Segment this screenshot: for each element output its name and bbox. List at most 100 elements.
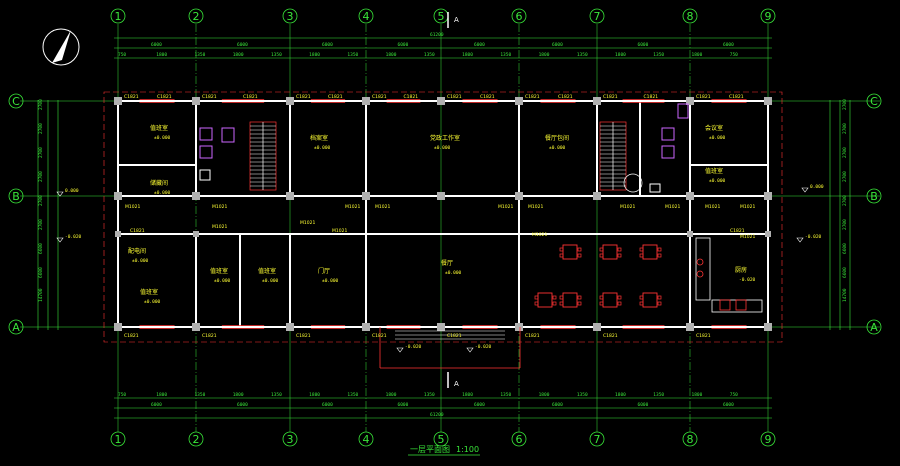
axis-bubble-bottom-7: 7 (594, 433, 601, 446)
dim-bottom-sub-5: 1800 (309, 392, 320, 398)
room-label-7: 值班室 (140, 288, 158, 296)
dim-left-8: 14700 (38, 288, 44, 302)
column (515, 323, 523, 331)
axis-bubble-right-B-circle (866, 188, 882, 204)
stair-right-steps (600, 125, 626, 187)
room-level-10: ±0.000 (322, 278, 339, 284)
dim-bottom-sub-13: 1800 (615, 392, 626, 398)
dim-bottom-sub-14: 1350 (653, 392, 664, 398)
dim-top-sub-3: 1800 (233, 52, 244, 58)
door-tag-5: M1021 (498, 204, 513, 210)
room-level-4: ±0.000 (709, 135, 726, 141)
level-marker-icon (801, 187, 809, 193)
dining-chair (577, 295, 582, 300)
room-label-11: 餐厅 (441, 259, 453, 267)
window-tag-11: C1821 (372, 333, 387, 339)
dim-bottom-sub-9: 1800 (462, 392, 473, 398)
dim-top-bay-5: 6000 (552, 42, 563, 48)
dim-bottom-sub-4: 1350 (271, 392, 282, 398)
dining-chair (657, 295, 662, 300)
level-callout-2: -0.020 (405, 344, 422, 350)
drawing-title: 一层平面图 1:100 (408, 445, 480, 456)
window-tag-25: C1821 (730, 228, 745, 234)
dim-top-bay-0: 6000 (151, 42, 162, 48)
section-mark-top: A (447, 12, 459, 28)
dining-table (537, 292, 553, 308)
room-label-9: 值班室 (258, 267, 276, 275)
dim-top-sub-5: 1800 (309, 52, 320, 58)
toilet-fixtures-left (199, 127, 235, 181)
room-level-8: ±0.000 (214, 278, 231, 284)
dim-bottom-sub-12: 1350 (577, 392, 588, 398)
dim-bottom-sub-0: 750 (118, 392, 126, 398)
axis-bubble-bottom-5-circle (433, 431, 449, 447)
window-tag-20: C1821 (603, 333, 618, 339)
column (593, 192, 601, 200)
room-label-8: 值班室 (210, 267, 228, 275)
dim-right-2: 2700 (842, 147, 848, 158)
window-tag-14: C1821 (447, 333, 462, 339)
dim-left-1: 2700 (38, 123, 44, 134)
door-tag-1: M1021 (212, 204, 227, 210)
dim-top-sub-8: 1350 (424, 52, 435, 58)
dim-top-sub-7: 1800 (386, 52, 397, 58)
axis-bubble-top-2: 2 (193, 10, 200, 23)
window-tag-8: C1821 (296, 333, 311, 339)
column (515, 97, 523, 105)
dim-bottom-bay-0: 6000 (151, 402, 162, 408)
column (115, 231, 121, 237)
level-callout-1: 0.000 (810, 184, 824, 190)
dim-top-bay-1: 6000 (237, 42, 248, 48)
door-tag-14: M1021 (740, 234, 755, 240)
room-label-2: 党政工作室 (430, 134, 460, 142)
column (192, 97, 200, 105)
axis-bubble-top-3-circle (282, 8, 298, 24)
svg-text:A: A (454, 16, 459, 24)
column (114, 192, 122, 200)
column (764, 97, 772, 105)
drawing-title-text: 一层平面图 (410, 445, 450, 454)
axis-bubble-bottom-5: 5 (438, 433, 445, 446)
dining-chair (552, 295, 557, 300)
level-marker-icon (796, 237, 804, 243)
window-tag-15: C1821 (525, 94, 540, 100)
axis-bubble-left-A-circle (8, 319, 24, 335)
window-tag-0: C1821 (124, 94, 139, 100)
level-marker-icon (466, 347, 474, 353)
entrance-steps (395, 330, 505, 340)
window-tag-23: C1821 (696, 333, 711, 339)
column (593, 323, 601, 331)
window-tag-2: C1821 (124, 333, 139, 339)
dim-left-2: 2700 (38, 147, 44, 158)
dim-bottom-bay-2: 6000 (322, 402, 333, 408)
axis-bubble-right-C-circle (866, 93, 882, 109)
axis-bubble-bottom-4: 4 (363, 433, 370, 446)
dim-right-7: 6600 (842, 267, 848, 278)
window-tag-6: C1821 (296, 94, 311, 100)
axis-bubble-top-4: 4 (363, 10, 370, 23)
stair-right-icon (599, 121, 643, 193)
dining-chair (534, 301, 539, 306)
dim-left-4: 2700 (38, 195, 44, 206)
dim-bottom-sub-8: 1350 (424, 392, 435, 398)
door-tag-12: M1021 (332, 228, 347, 234)
dining-table (642, 244, 658, 260)
room-level-11: ±0.000 (445, 270, 462, 276)
kitchen-equipment (695, 237, 763, 313)
axis-bubble-right-B: B (870, 190, 878, 203)
axis-bubble-bottom-3: 3 (287, 433, 294, 446)
room-level-3: ±0.000 (549, 145, 566, 151)
dim-top-sub-10: 1350 (500, 52, 511, 58)
dim-right-1: 2700 (842, 123, 848, 134)
level-marker-icon (396, 347, 404, 353)
level-callout-5: -0.020 (805, 234, 822, 240)
door-tag-8: M1021 (665, 204, 680, 210)
axis-bubble-bottom-8: 8 (687, 433, 694, 446)
column (437, 192, 445, 200)
axis-bubble-left-A: A (12, 321, 20, 334)
axis-bubble-bottom-2: 2 (193, 433, 200, 446)
column (437, 323, 445, 331)
stair-left-steps (250, 125, 276, 187)
